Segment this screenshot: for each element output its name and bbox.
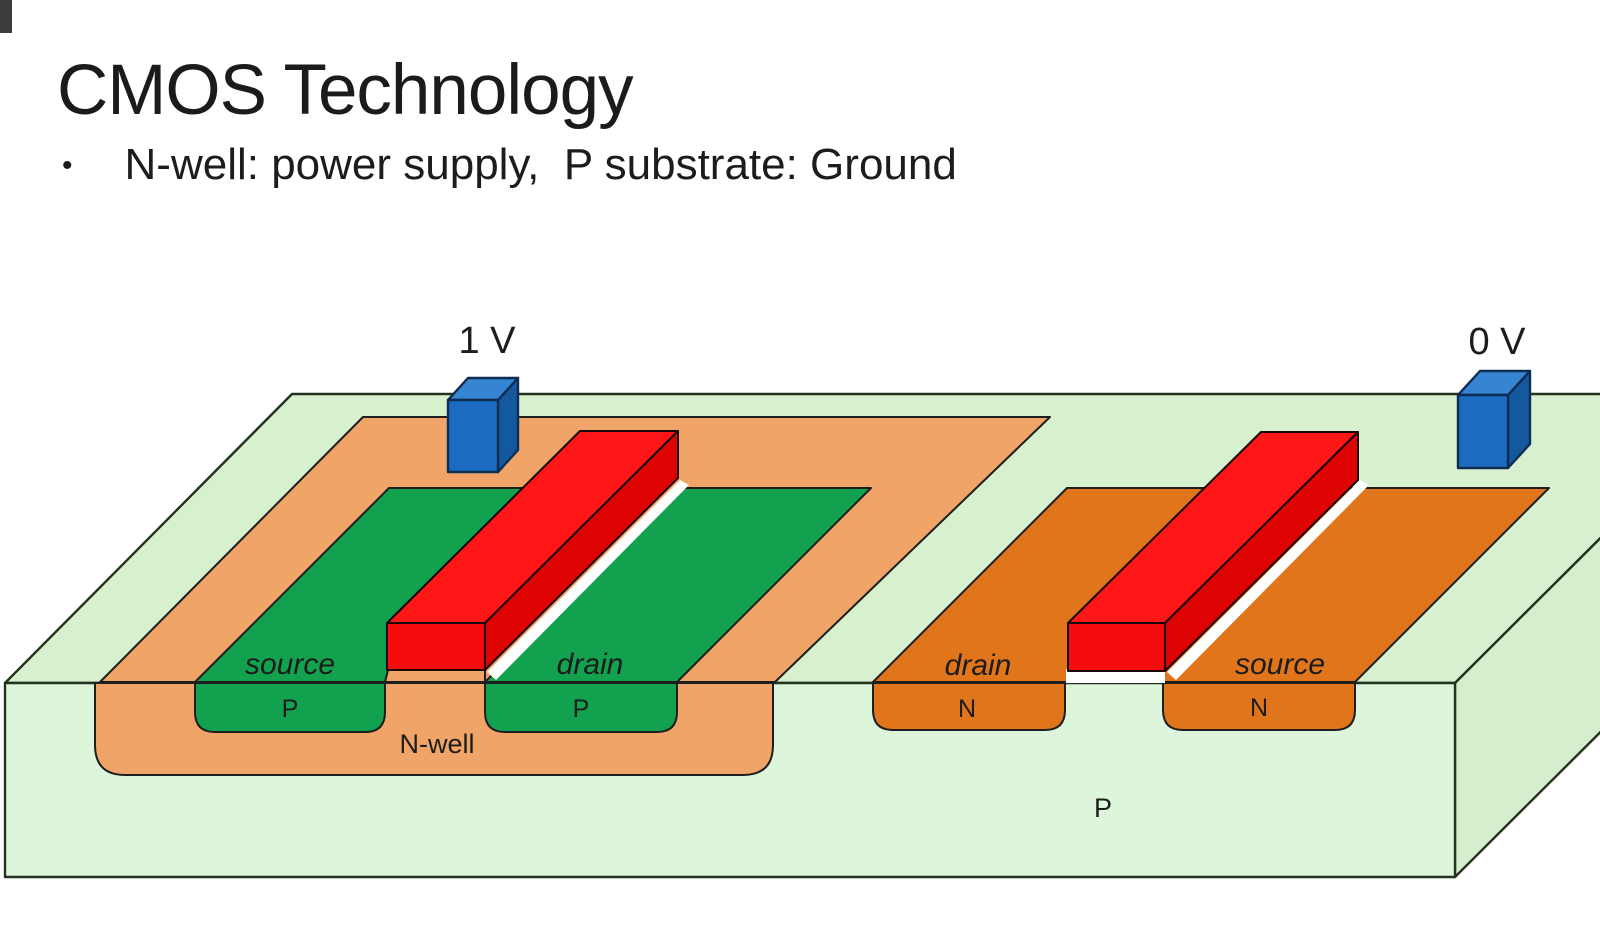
substrate-type-label: P <box>1094 793 1112 823</box>
nmos-gate-highlight <box>1167 480 1369 680</box>
gnd-contact-front-face <box>1456 393 1510 470</box>
nwell-label: N-well <box>399 729 474 759</box>
pmos-gate-front-face <box>386 622 486 671</box>
nmos-drain-type-label: N <box>958 695 976 723</box>
pmos-source-type-label: P <box>282 695 299 723</box>
pmos-gate-oxide-strip <box>384 669 486 683</box>
nmos-gate-front-face <box>1067 622 1166 672</box>
pmos-drain-p-region <box>484 682 678 733</box>
vdd-voltage-label: 1 V <box>458 320 516 362</box>
nmos-drain-label: drain <box>945 649 1012 682</box>
vdd-contact-front-face <box>446 398 500 474</box>
pmos-gate-highlight <box>487 480 689 680</box>
nmos-drain-n-region <box>872 682 1066 731</box>
nmos-gate-oxide-strip <box>1066 669 1165 683</box>
page-title: CMOS Technology <box>57 50 634 130</box>
pmos-source-p-region <box>194 682 386 733</box>
pmos-drain-label: drain <box>557 648 624 681</box>
pmos-drain-type-label: P <box>573 695 590 723</box>
nmos-source-label: source <box>1235 648 1325 681</box>
gnd-voltage-label: 0 V <box>1468 321 1526 363</box>
bullet-marker: • <box>62 149 73 182</box>
screen-corner-artifact <box>0 0 12 33</box>
nmos-source-type-label: N <box>1250 694 1268 722</box>
pmos-source-label: source <box>245 648 335 681</box>
bullet-item: • N-well: power supply, P substrate: Gro… <box>62 140 957 190</box>
nmos-source-n-region <box>1162 682 1356 731</box>
bullet-text: N-well: power supply, P substrate: Groun… <box>124 140 957 189</box>
